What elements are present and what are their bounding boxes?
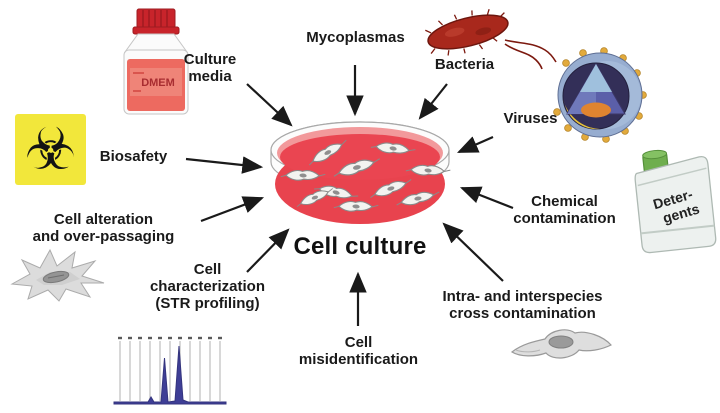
arrow-bacteria [418, 83, 448, 120]
label-viruses: Viruses [503, 110, 558, 127]
label-cell-characterization: Cell characterization (STR profiling) [149, 261, 266, 312]
label-cell-alteration: Cell alteration and over-passaging [32, 211, 175, 245]
arrow-cell-alteration [200, 196, 265, 223]
label-biosafety: Biosafety [99, 148, 168, 165]
diagram-title: Cell culture [293, 233, 427, 260]
virus-icon [553, 47, 647, 143]
detergent-jug-icon: Deter- gents [634, 149, 717, 254]
arrow-cell-characterization [246, 228, 290, 273]
biohazard-glyph: ☣ [24, 116, 77, 182]
label-culture-media: Culture media [183, 51, 237, 85]
arrow-viruses [456, 135, 494, 154]
altered-cell-icon [10, 248, 105, 302]
arrow-chemical-contamination [459, 186, 514, 210]
arrow-biosafety [185, 156, 264, 174]
bacteria-icon [425, 9, 557, 70]
arrows [185, 65, 514, 326]
petri-dish-icon [270, 121, 452, 224]
label-mycoplasmas: Mycoplasmas [306, 29, 405, 46]
arrow-cross-contamination [442, 222, 504, 282]
dmem-bottle-label: DMEM [141, 77, 175, 89]
fibroblast-cell-icon [510, 329, 612, 359]
dmem-bottle-icon: DMEM [123, 8, 189, 115]
label-cell-misidentification: Cell misidentification [298, 334, 419, 368]
str-profile-icon [113, 336, 227, 405]
label-cross-contamination: Intra- and interspecies cross contaminat… [442, 288, 603, 322]
biohazard-icon: ☣ [15, 114, 86, 185]
label-chemical-contamination: Chemical contamination [513, 193, 616, 227]
label-bacteria: Bacteria [434, 56, 495, 73]
arrow-culture-media [246, 83, 293, 127]
